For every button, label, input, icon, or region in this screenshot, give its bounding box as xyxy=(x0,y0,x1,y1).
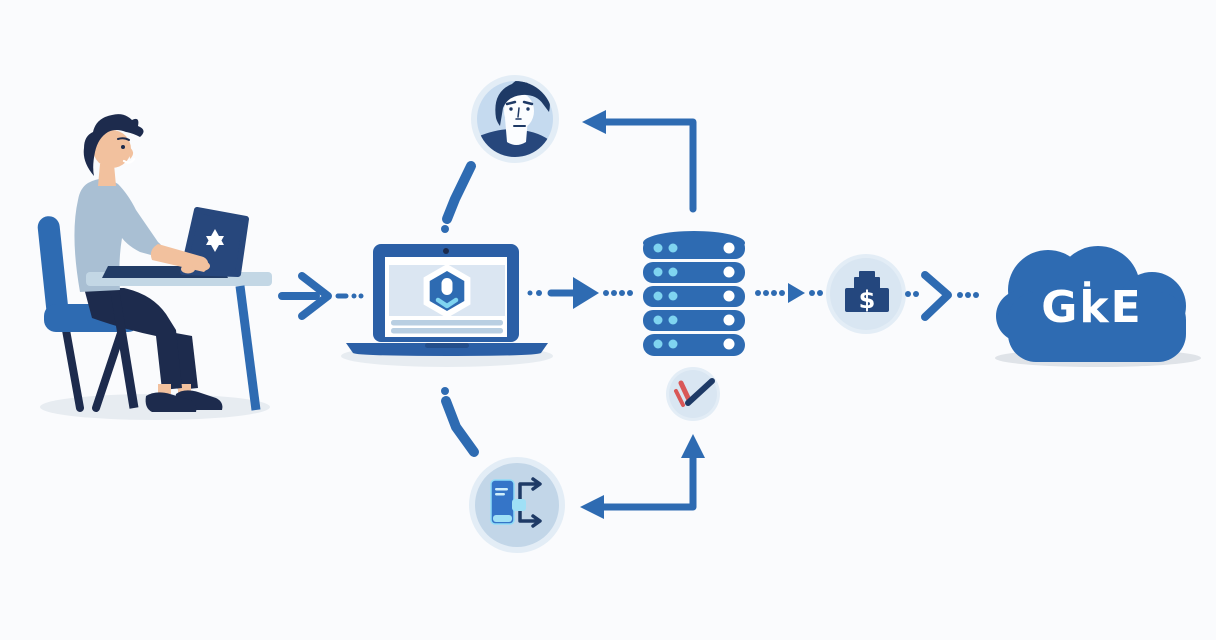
flow-arrow-2 xyxy=(527,277,633,309)
person-body xyxy=(74,114,164,292)
hexagon-badge-icon xyxy=(423,264,471,318)
laptop-to-avatar-connector xyxy=(441,161,476,233)
hair xyxy=(83,114,144,176)
developer-at-desk xyxy=(37,114,272,420)
database-icon xyxy=(643,231,745,356)
devices-badge xyxy=(469,457,565,553)
person-arm xyxy=(150,244,210,274)
desk-right-leg xyxy=(235,285,261,411)
cloud-icon xyxy=(996,246,1186,362)
camera-dot-icon xyxy=(443,248,449,254)
database-indicator-dots xyxy=(653,242,735,350)
flow-arrow-1 xyxy=(278,272,364,320)
laptop-to-devices-connector xyxy=(441,387,479,457)
desk-left-leg xyxy=(109,285,139,409)
database-to-avatar-arrow xyxy=(582,110,697,213)
person-legs xyxy=(84,288,223,412)
flow-arrow-4 xyxy=(905,271,979,321)
user-avatar xyxy=(471,75,559,163)
payment-badge: $ xyxy=(826,254,906,334)
flow-arrow-3 xyxy=(755,283,823,303)
gke-cloud: Gk̇E xyxy=(995,246,1201,367)
gke-label: Gk̇E xyxy=(1041,280,1142,333)
app-laptop xyxy=(341,244,553,367)
server-split-icon xyxy=(490,477,542,528)
star-icon xyxy=(206,229,224,252)
validation-check-badge xyxy=(666,367,720,421)
cash-stack-icon xyxy=(845,271,889,312)
devices-check-elbow-arrow xyxy=(580,434,705,519)
check-icon xyxy=(674,378,715,407)
dollar-label: $ xyxy=(859,286,876,314)
